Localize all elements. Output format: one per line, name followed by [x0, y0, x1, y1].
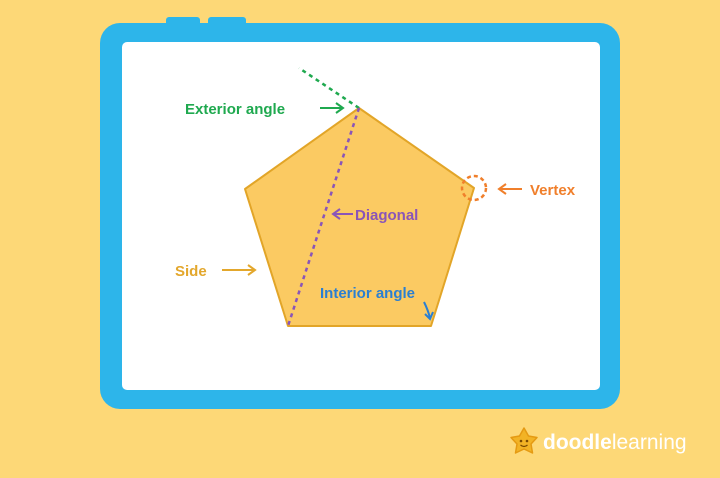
- side-arrow: [222, 264, 257, 276]
- diagonal-label: Diagonal: [355, 207, 418, 224]
- interior-angle-arrow: [423, 301, 434, 321]
- brand-name-bold: doodle: [543, 431, 612, 454]
- brand-name-light: learning: [612, 431, 687, 454]
- exterior-angle-arrow: [320, 102, 345, 114]
- star-icon: [510, 427, 538, 454]
- vertex-marker: [460, 174, 488, 202]
- side-label: Side: [175, 263, 207, 280]
- vertex-label: Vertex: [530, 182, 576, 199]
- brand-wordmark: doodlelearning: [543, 431, 687, 454]
- pentagon-shape: [244, 107, 475, 327]
- exterior-angle-label: Exterior angle: [185, 101, 285, 118]
- diagonal-arrow: [331, 208, 353, 220]
- vertex-arrow: [497, 183, 522, 195]
- interior-angle-label: Interior angle: [320, 285, 415, 302]
- diagonal-line: [286, 107, 361, 327]
